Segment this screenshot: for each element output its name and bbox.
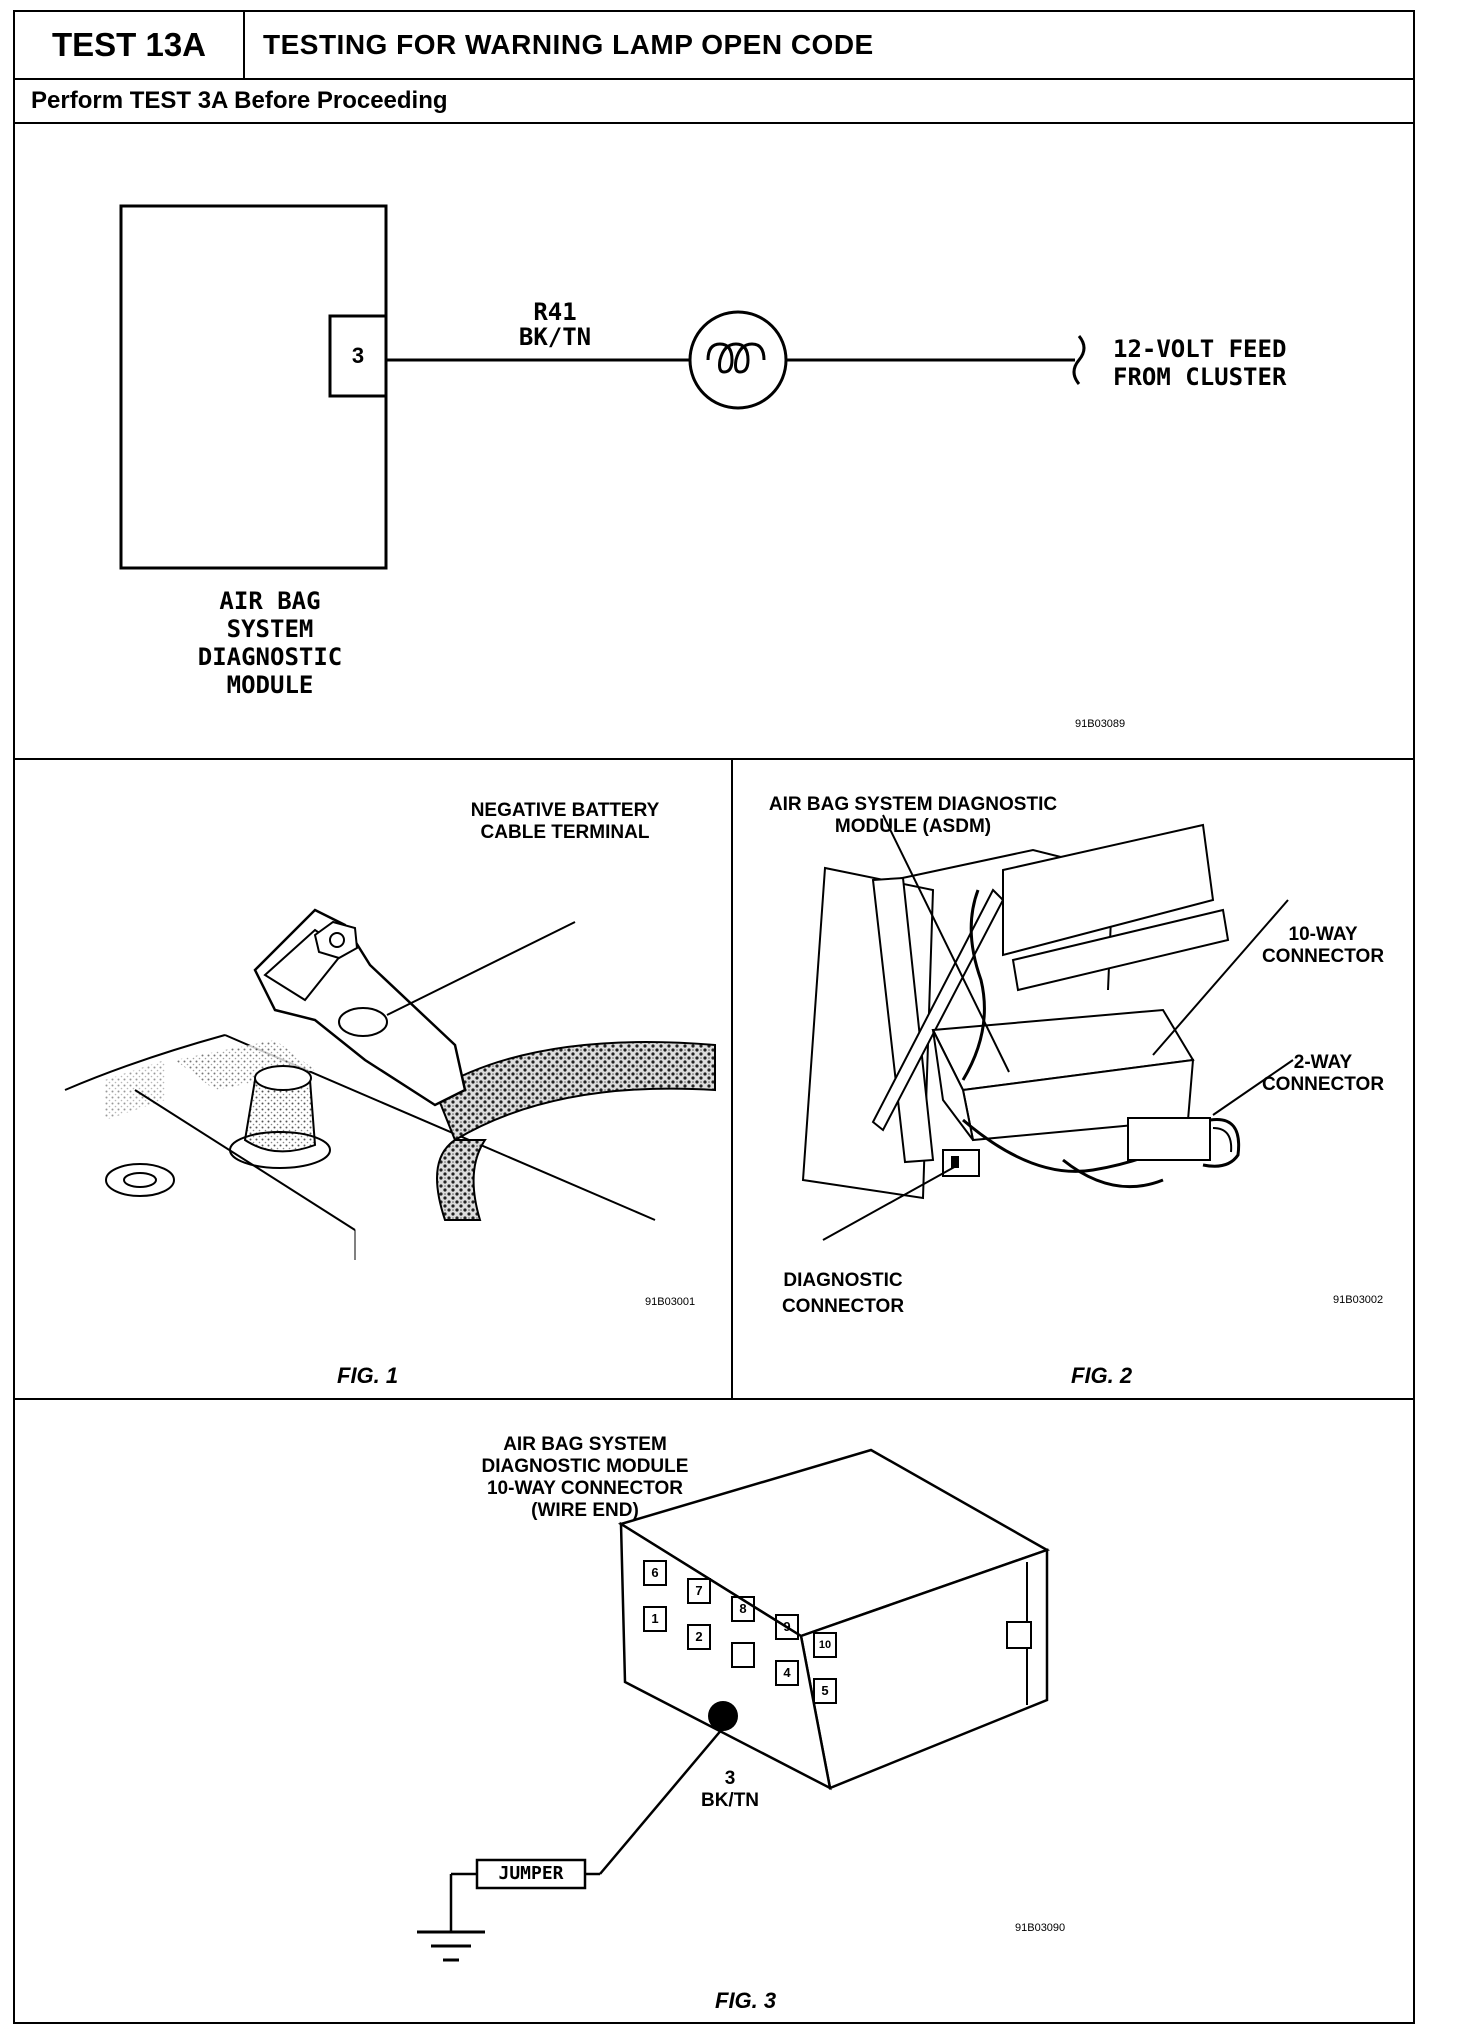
- circuit-id: R41: [533, 298, 577, 326]
- fig1-callout-line-1: NEGATIVE BATTERY: [470, 800, 660, 821]
- module-label-line-2: SYSTEM: [226, 615, 314, 643]
- schematic-panel: 3 R41 BK/TN 12-VOLT FEED FROM CLUSTER AI…: [15, 124, 1413, 760]
- fig2-asdm-label-line-2: MODULE (ASDM): [834, 816, 992, 837]
- feed-label-line-2: FROM CLUSTER: [1113, 363, 1287, 391]
- test-id: TEST 13A: [15, 12, 245, 78]
- feed-label-line-1: 12-VOLT FEED: [1113, 335, 1287, 363]
- test-13a-page: TEST 13A TESTING FOR WARNING LAMP OPEN C…: [13, 10, 1415, 2024]
- fig2-caption: FIG. 2: [1071, 1363, 1133, 1388]
- module-label-line-1: AIR BAG: [219, 587, 321, 615]
- jumper-label: JUMPER: [498, 1863, 564, 1884]
- fig1-caption: FIG. 1: [337, 1363, 399, 1388]
- fig2-10way-label-line-2: CONNECTOR: [1261, 946, 1385, 967]
- fig2-diag-label-line-1: DIAGNOSTIC: [783, 1270, 903, 1291]
- fig2-10way-label-line-1: 10-WAY: [1288, 924, 1358, 945]
- pin-3: 3: [731, 1642, 755, 1668]
- fig3-title-line-1: AIR BAG SYSTEM: [503, 1434, 667, 1455]
- pin-8: 8: [731, 1596, 755, 1622]
- probe-wire: [599, 1727, 724, 1875]
- asdm-location-illustration: [801, 814, 1294, 1241]
- pin-5: 5: [813, 1678, 837, 1704]
- fig2-diag-label-line-2: CONNECTOR: [781, 1296, 905, 1317]
- fig1-callout-line-2: CABLE TERMINAL: [480, 822, 650, 843]
- jumper-box: [475, 1858, 587, 1890]
- pin-1: 1: [643, 1606, 667, 1632]
- pin-9: 9: [775, 1614, 799, 1640]
- schematic-ref-code: 91B03089: [1075, 718, 1126, 730]
- fig1-ref-code: 91B03001: [645, 1296, 696, 1308]
- fig2-2way-leader: [1212, 1059, 1294, 1116]
- pin-3-terminal: [328, 314, 388, 398]
- pin-2: 2: [687, 1624, 711, 1650]
- pin-10: 10: [813, 1632, 837, 1658]
- pin-7: 7: [687, 1578, 711, 1604]
- fig2-panel: AIR BAG SYSTEM DIAGNOSTIC MODULE (ASDM) …: [733, 760, 1413, 1400]
- fig2-2way-label-line-2: CONNECTOR: [1261, 1074, 1385, 1095]
- fig2-ref-code: 91B03002: [1333, 1294, 1384, 1306]
- fig2-10way-leader: [1152, 899, 1289, 1056]
- battery-terminal-illustration: [64, 908, 716, 1260]
- fig3-title-line-2: DIAGNOSTIC MODULE: [481, 1456, 689, 1477]
- probe-wire-label: BK/TN: [700, 1790, 760, 1811]
- prerequisite-row: Perform TEST 3A Before Proceeding: [15, 80, 1413, 124]
- probe-pin-label: 3: [724, 1768, 736, 1789]
- pin-4: 4: [775, 1660, 799, 1686]
- pin-6: 6: [643, 1560, 667, 1586]
- fig2-asdm-leader: [882, 814, 1010, 1073]
- fig2-2way-label-line-1: 2-WAY: [1293, 1052, 1353, 1073]
- pin-number: 3: [351, 343, 365, 368]
- fig3-panel: 6 7 8 9 10 1 2 3 4 5 AIR BAG SYSTEM DIAG…: [15, 1400, 1413, 2022]
- fig1-leader-line: [386, 921, 576, 1016]
- fig2-asdm-label-line-1: AIR BAG SYSTEM DIAGNOSTIC: [768, 794, 1058, 815]
- fig3-caption: FIG. 3: [715, 1988, 777, 2013]
- header-row: TEST 13A TESTING FOR WARNING LAMP OPEN C…: [15, 12, 1413, 80]
- probe-pin-3: [708, 1701, 738, 1731]
- lamp-filament: [706, 342, 766, 374]
- warning-lamp-icon: [688, 310, 788, 410]
- prerequisite-text: Perform TEST 3A Before Proceeding: [31, 87, 448, 114]
- wire-color: BK/TN: [518, 323, 592, 351]
- connector-jumper-illustration: [417, 1448, 1051, 1962]
- module-label-line-4: MODULE: [226, 671, 314, 699]
- fig3-ref-code: 91B03090: [1015, 1922, 1066, 1934]
- test-title: TESTING FOR WARNING LAMP OPEN CODE: [263, 29, 874, 60]
- fig3-title-line-4: (WIRE END): [531, 1500, 639, 1521]
- warning-lamp-schematic: [119, 204, 1086, 570]
- fig1-panel: NEGATIVE BATTERY CABLE TERMINAL 91B03001…: [15, 760, 733, 1400]
- wire-break-symbol: [1072, 335, 1086, 385]
- module-label-line-3: DIAGNOSTIC: [197, 643, 343, 671]
- fig3-title-line-3: 10-WAY CONNECTOR: [486, 1478, 684, 1499]
- fig2-diag-leader: [822, 1164, 959, 1241]
